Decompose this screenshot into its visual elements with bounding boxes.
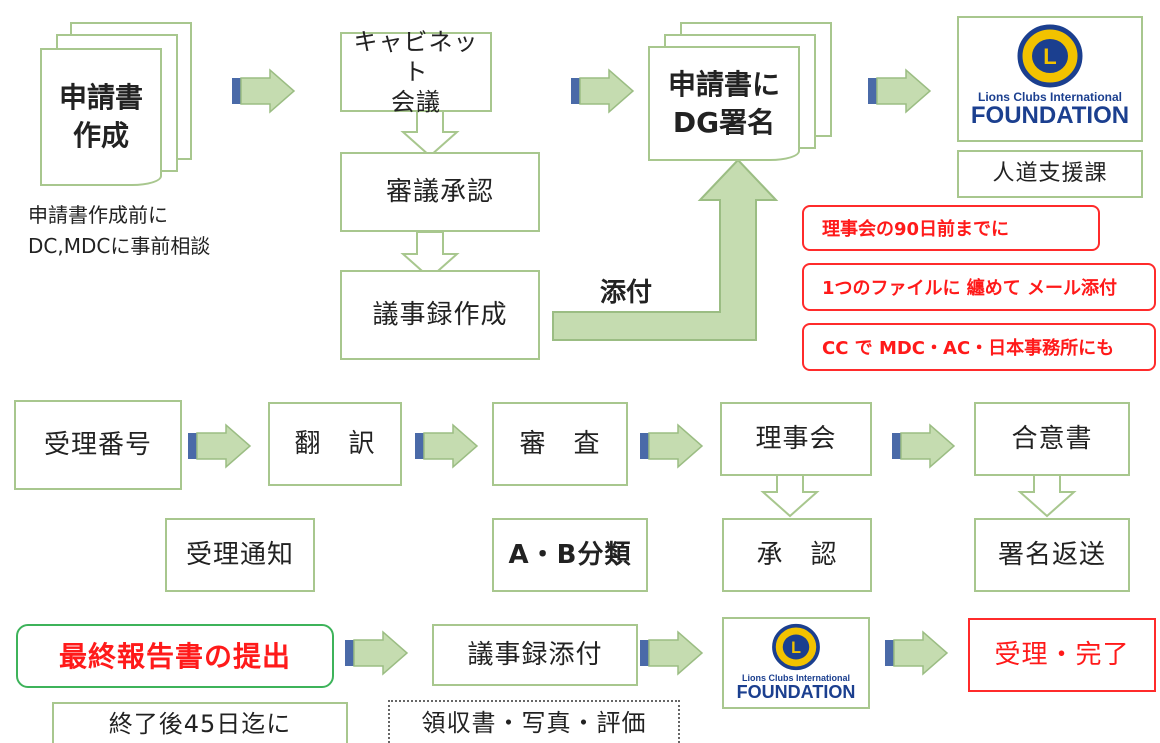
arrow-mid-1	[187, 424, 251, 468]
translation-box: 翻 訳	[268, 402, 402, 486]
red-note-single-file: 1つのファイルに 纏めて メール添付	[802, 263, 1156, 311]
agreement-box: 合意書	[974, 402, 1130, 476]
lions-emblem-icon: L	[772, 623, 820, 671]
arrow-app-to-cabinet	[231, 69, 295, 113]
arrow-board-to-approval	[762, 469, 818, 517]
complete-box: 受理・完了	[968, 618, 1156, 692]
arrow-mid-4	[891, 424, 955, 468]
deliberation-box: 審議承認	[340, 152, 540, 232]
lcif-name: Lions Clubs International	[977, 90, 1122, 104]
application-doc: 申請書 作成	[40, 48, 162, 186]
receipts-box: 領収書・写真・評価	[388, 700, 680, 743]
lcif-foundation-bottom: FOUNDATION	[736, 682, 856, 702]
svg-text:L: L	[1043, 44, 1056, 69]
minutes-attach-box: 議事録添付	[432, 624, 638, 686]
lions-emblem-icon: L	[1017, 24, 1083, 88]
sign-return-box: 署名返送	[974, 518, 1130, 592]
board-box: 理事会	[720, 402, 872, 476]
svg-text:L: L	[791, 639, 801, 657]
arrow-bot-1	[344, 631, 408, 675]
lcif-name-bottom: Lions Clubs International	[741, 673, 850, 683]
humanitarian-dept-box: 人道支援課	[957, 150, 1143, 198]
attach-label: 添付	[600, 278, 653, 308]
lcif-logo-bottom: L Lions Clubs International FOUNDATION	[722, 617, 870, 709]
arrow-mid-2	[414, 424, 478, 468]
ab-classification-box: A・B分類	[492, 518, 648, 592]
arrow-bot-2	[639, 631, 703, 675]
arrow-mid-3	[639, 424, 703, 468]
review-box: 審 査	[492, 402, 628, 486]
lcif-foundation: FOUNDATION	[970, 102, 1130, 129]
arrow-minutes-to-dg	[552, 158, 779, 341]
arrow-dg-to-foundation	[867, 69, 931, 113]
lcif-logo-top: L Lions Clubs International FOUNDATION	[957, 16, 1143, 142]
dg-sign-doc: 申請書に DG署名	[648, 46, 800, 161]
deadline-box: 終了後45日迄に	[52, 702, 348, 743]
pre-consult-note: 申請書作成前に DC,MDCに事前相談	[28, 203, 211, 258]
red-note-cc: CC で MDC・AC・日本事務所にも	[802, 323, 1156, 371]
arrow-agreement-to-return	[1019, 469, 1075, 517]
approval-box: 承 認	[722, 518, 872, 592]
reception-notice-box: 受理通知	[165, 518, 315, 592]
red-note-deadline: 理事会の90日前までに	[802, 205, 1100, 251]
cabinet-meeting-box: キャビネット 会議	[340, 28, 492, 116]
arrow-bot-3	[884, 631, 948, 675]
minutes-box: 議事録作成	[340, 270, 540, 360]
reception-number-box: 受理番号	[14, 400, 182, 490]
arrow-cabinet-to-dg	[570, 69, 634, 113]
final-report-box: 最終報告書の提出	[16, 624, 334, 688]
